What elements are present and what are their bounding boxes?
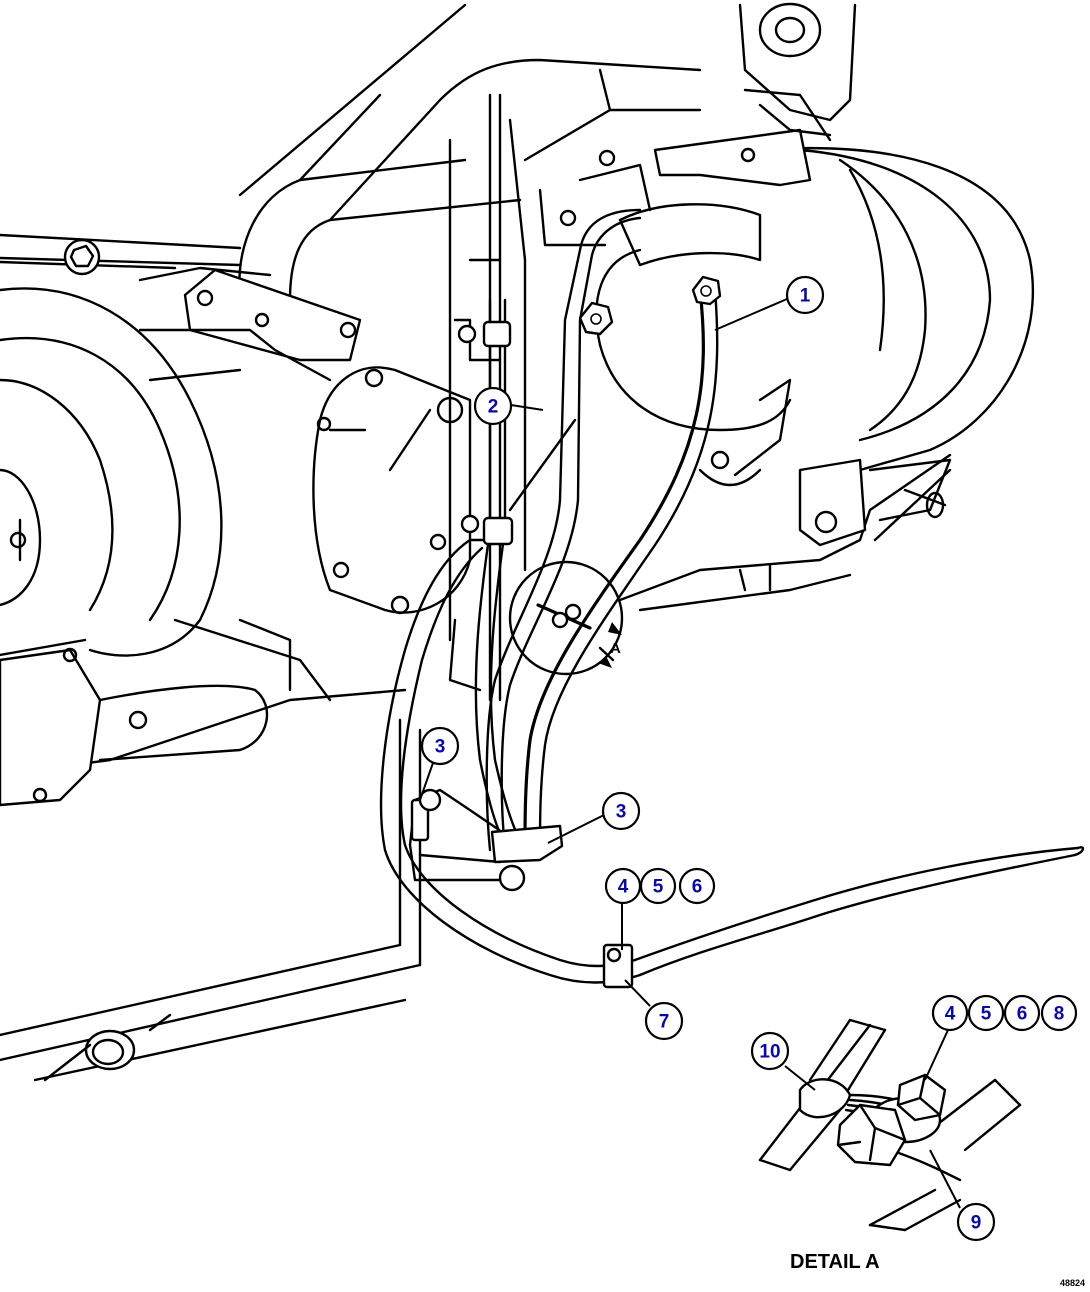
callout-4-detail-label: 4 bbox=[945, 1004, 956, 1025]
exhaust-elbow bbox=[183, 58, 702, 362]
starter-motor bbox=[538, 2, 1035, 612]
callout-9-label: 9 bbox=[971, 1213, 982, 1234]
view-arrow-a-label: A bbox=[610, 640, 621, 657]
callout-8-label: 8 bbox=[1054, 1004, 1065, 1025]
callout-6-upper: 6 bbox=[678, 867, 716, 905]
callout-3-right: 3 bbox=[601, 791, 641, 831]
lower-clip-left bbox=[410, 788, 442, 842]
detail-a-drawing bbox=[758, 1018, 1022, 1232]
harness-clamp-middle bbox=[460, 514, 514, 546]
callout-1: 1 bbox=[785, 275, 825, 315]
callout-2-label: 2 bbox=[488, 397, 499, 418]
lower-cylinder bbox=[43, 1013, 172, 1082]
callout-4-detail: 4 bbox=[931, 994, 969, 1032]
bolt-head bbox=[63, 238, 101, 276]
callout-7-label: 7 bbox=[659, 1012, 670, 1033]
detail-a-indicator: A bbox=[508, 560, 624, 676]
leader-lines bbox=[419, 298, 961, 1209]
callout-5-detail: 5 bbox=[967, 994, 1005, 1032]
callout-1-label: 1 bbox=[800, 286, 811, 307]
callout-9: 9 bbox=[956, 1202, 996, 1242]
callout-5-upper: 5 bbox=[639, 867, 677, 905]
callout-4-upper-label: 4 bbox=[618, 877, 629, 898]
callout-3-right-label: 3 bbox=[616, 802, 627, 823]
callout-7: 7 bbox=[644, 1001, 684, 1041]
detail-a-label: DETAIL A bbox=[790, 1251, 880, 1273]
callout-6-upper-label: 6 bbox=[692, 877, 703, 898]
callout-6-detail-label: 6 bbox=[1017, 1004, 1028, 1025]
callout-10: 10 bbox=[750, 1031, 790, 1071]
callout-3-left: 3 bbox=[420, 726, 460, 766]
callout-6-detail: 6 bbox=[1003, 994, 1041, 1032]
engine-frame-outline bbox=[0, 3, 467, 1082]
harness-clamp-upper bbox=[457, 320, 512, 348]
turbocharger-housing bbox=[0, 287, 332, 807]
callout-4-upper: 4 bbox=[604, 867, 642, 905]
callout-8: 8 bbox=[1040, 994, 1078, 1032]
callout-10-label: 10 bbox=[759, 1042, 780, 1063]
callout-5-detail-label: 5 bbox=[981, 1004, 992, 1025]
terminal-nut-right bbox=[691, 275, 722, 306]
mounting-plate bbox=[312, 366, 472, 615]
callout-5-upper-label: 5 bbox=[653, 877, 664, 898]
lower-clip-right bbox=[490, 824, 564, 892]
callout-2: 2 bbox=[473, 386, 513, 426]
callout-3-left-label: 3 bbox=[435, 737, 446, 758]
ground-strap-clip bbox=[602, 943, 634, 989]
drawing-reference-number: 48824 bbox=[1060, 1278, 1085, 1288]
terminal-nut-left bbox=[578, 301, 614, 336]
